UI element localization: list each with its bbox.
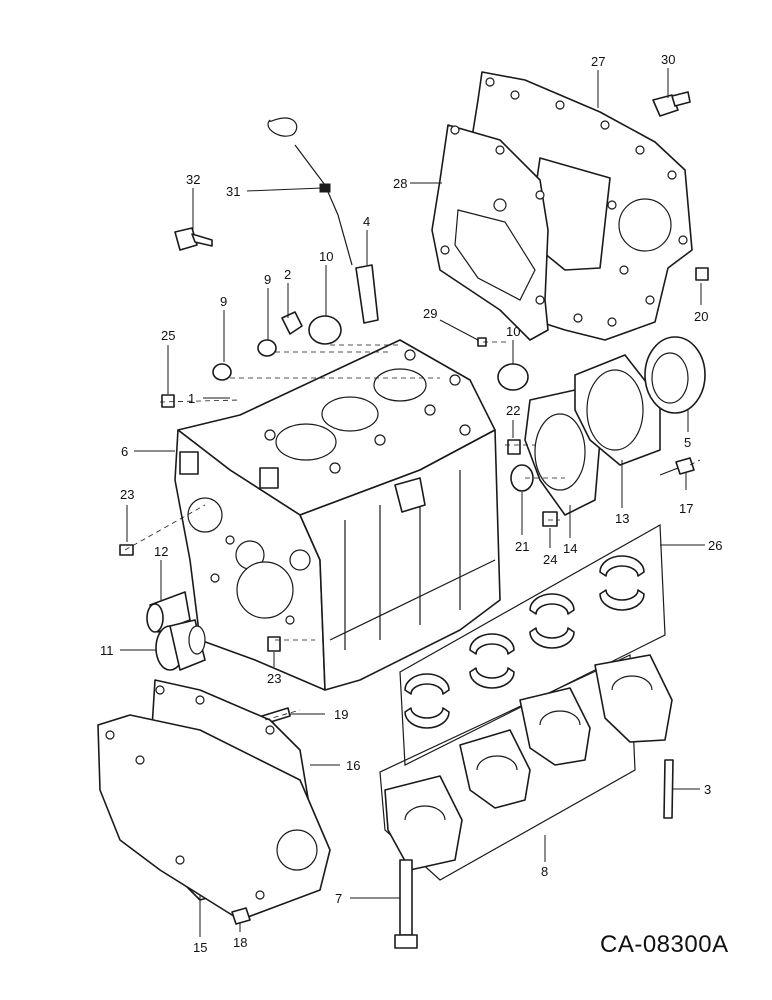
callout-29: 29 [423, 306, 437, 321]
callout-25: 25 [161, 328, 175, 343]
callout-32: 32 [186, 172, 200, 187]
oil-seal-part [644, 336, 706, 414]
callout-10b: 10 [506, 324, 520, 339]
bearing-caps-8-part [379, 654, 673, 881]
bolt-18-part [231, 907, 251, 925]
callout-30: 30 [661, 52, 675, 67]
callout-2: 2 [284, 267, 291, 282]
dipstick-part [267, 117, 353, 266]
callout-31: 31 [226, 184, 240, 199]
callout-7: 7 [335, 891, 342, 906]
callout-1: 1 [188, 391, 195, 406]
drawing-code: CA-08300A [600, 931, 729, 958]
callout-3: 3 [704, 782, 711, 797]
callout-27: 27 [591, 54, 605, 69]
stud-3-part [663, 759, 674, 819]
callout-16: 16 [346, 758, 360, 773]
callout-8: 8 [541, 864, 548, 879]
callout-6: 6 [121, 444, 128, 459]
dipstick-guide-part [355, 264, 379, 324]
callout-17: 17 [679, 501, 693, 516]
plug-10a-part [308, 315, 342, 345]
callout-13: 13 [615, 511, 629, 526]
callout-26: 26 [708, 538, 722, 553]
callout-18: 18 [233, 935, 247, 950]
gasket-part [431, 124, 549, 341]
callout-22: 22 [506, 403, 520, 418]
callout-20: 20 [694, 309, 708, 324]
bolt-30-part [652, 91, 691, 117]
callout-15: 15 [193, 940, 207, 955]
rear-plate-part [469, 71, 693, 341]
callout-21: 21 [515, 539, 529, 554]
front-plate-15-part [97, 714, 331, 921]
bushing-11-part [155, 619, 206, 671]
callout-labels: 1 2 3 4 5 6 7 8 9 9 10 10 11 12 13 14 15… [100, 52, 722, 955]
small-plugs-group [119, 267, 709, 652]
callout-19: 19 [334, 707, 348, 722]
plug-9b-part [257, 339, 277, 357]
pin-25-part [161, 394, 175, 408]
callout-28: 28 [393, 176, 407, 191]
callout-23a: 23 [120, 487, 134, 502]
plug-9a-part [212, 363, 232, 381]
cylinder-block-part [174, 339, 501, 691]
callout-11: 11 [100, 643, 114, 658]
bearing-shells-26-part [399, 523, 666, 766]
pin-24-part [542, 511, 558, 527]
pin-23a-part [119, 544, 134, 556]
callout-4: 4 [363, 214, 370, 229]
callout-24: 24 [543, 552, 557, 567]
fitting-2-part [281, 311, 303, 335]
tappet-12-part [146, 591, 191, 633]
callout-23b: 23 [267, 671, 281, 686]
pin-23b-part [267, 636, 281, 652]
callout-10a: 10 [319, 249, 333, 264]
plug-21-part [510, 464, 534, 492]
callout-9b: 9 [264, 272, 271, 287]
housing-13-part [574, 354, 661, 466]
bolt-17-part [659, 457, 695, 476]
callout-9a: 9 [220, 294, 227, 309]
pin-22-part [507, 439, 521, 455]
callout-14: 14 [563, 541, 577, 556]
bolt-32-part [174, 227, 213, 251]
alignment-dashes [124, 341, 701, 721]
callout-12: 12 [154, 544, 168, 559]
pin-20-part [695, 267, 709, 281]
plug-10b-part [497, 363, 529, 391]
callout-5: 5 [684, 435, 691, 450]
bolt-7-part [394, 859, 418, 949]
leader-lines [120, 68, 705, 937]
